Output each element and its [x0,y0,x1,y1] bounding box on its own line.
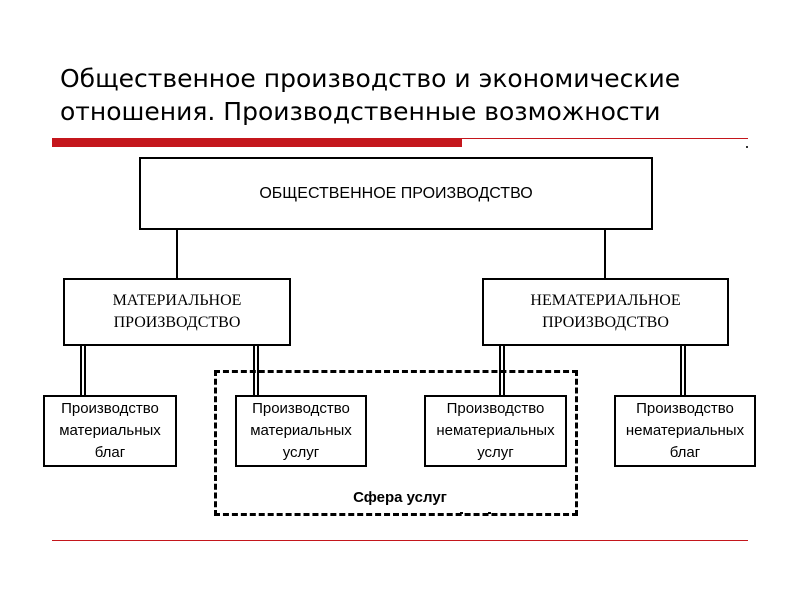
node-nonmaterial-production: НЕМАТЕРИАЛЬНОЕ ПРОИЗВОДСТВО [482,278,729,346]
leaf-text-line: Производство [61,400,159,417]
leaf-nonmaterial-goods: Производство нематериальных благ [614,395,756,467]
leaf-nonmaterial-services: Производство нематериальных услуг [424,395,567,467]
node-nonmaterial-line2: ПРОИЗВОДСТВО [542,314,669,331]
node-material-production: МАТЕРИАЛЬНОЕ ПРОИЗВОДСТВО [63,278,291,346]
leaf-text-line: материальных [250,422,352,439]
title-line-2: отношения. Производственные возможности [60,97,661,126]
leaf-text-line: благ [94,444,126,461]
node-nonmaterial-line1: НЕМАТЕРИАЛЬНОЕ [530,292,681,309]
leaf-text-line: Производство [636,400,734,417]
services-sphere-label: Сфера услуг [353,489,447,506]
leaf-text-line: благ [669,444,701,461]
title-line-1: Общественное производство и экономически… [60,64,681,93]
title-underline-thin [462,138,748,139]
connector-nonmaterial-leaf4 [680,346,686,395]
scan-speck [488,512,491,514]
node-material-line1: МАТЕРИАЛЬНОЕ [112,292,242,309]
leaf-text-line: нематериальных [625,422,745,439]
title-underline-thick [52,138,462,147]
leaf-text-line: Производство [252,400,350,417]
services-sphere-frame [214,370,578,516]
leaf-text-line: услуг [477,444,514,461]
rule-end-mark [746,146,748,148]
leaf-text-line: материальных [59,422,161,439]
node-material-line2: ПРОИЗВОДСТВО [113,314,241,331]
node-social-production-label: ОБЩЕСТВЕННОЕ ПРОИЗВОДСТВО [259,184,533,202]
leaf-text-line: услуг [282,444,320,461]
leaf-material-services: Производство материальных услуг [235,395,367,467]
footer-rule [52,540,748,541]
connector-material-leaf1 [80,346,86,395]
node-social-production: ОБЩЕСТВЕННОЕ ПРОИЗВОДСТВО [139,157,653,230]
connector-root-material [176,230,178,278]
slide-title: Общественное производство и экономически… [60,62,760,128]
leaf-material-goods: Производство материальных благ [43,395,177,467]
leaf-text-line: нематериальных [436,422,555,439]
leaf-text-line: Производство [446,400,545,417]
connector-root-nonmaterial [604,230,606,278]
scan-speck [460,512,463,514]
